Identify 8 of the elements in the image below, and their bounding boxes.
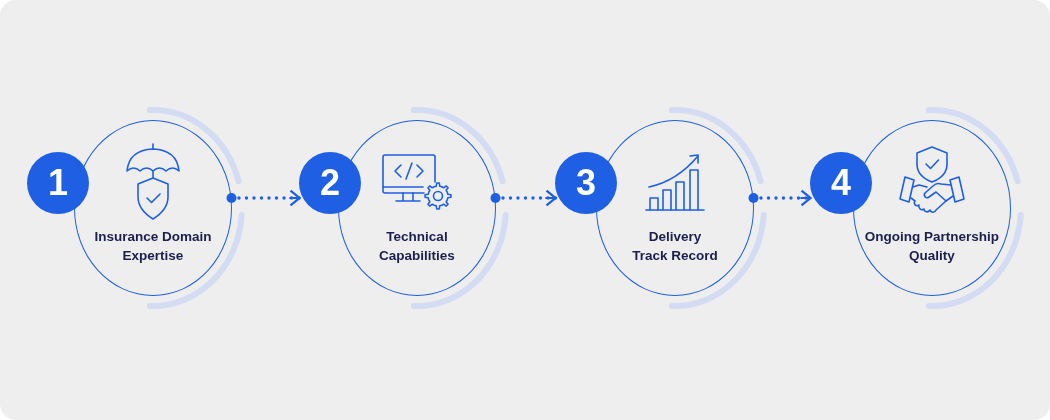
step-title: Technical Capabilities <box>378 228 456 265</box>
step-number-badge: 2 <box>299 152 361 214</box>
step-title: Ongoing Partnership Quality <box>863 228 1001 265</box>
step-number-badge: 1 <box>27 152 89 214</box>
step-title: Insurance Domain Expertise <box>93 228 213 265</box>
step-title: Delivery Track Record <box>631 228 719 265</box>
step-number-badge: 3 <box>555 152 617 214</box>
step-number-badge: 4 <box>810 152 872 214</box>
